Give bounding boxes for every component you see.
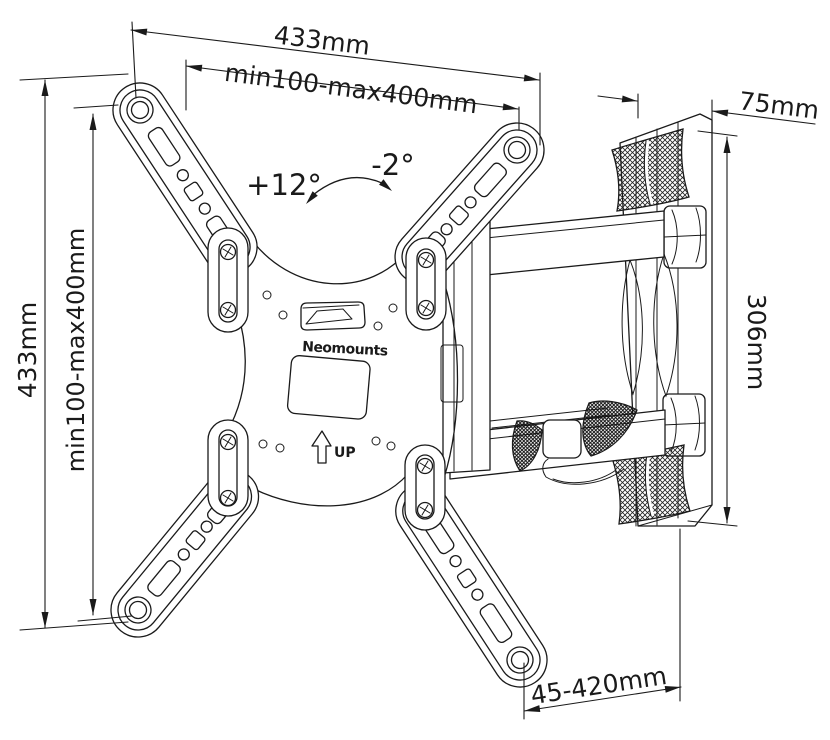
tilt-up-label: +12°	[246, 168, 322, 202]
dim-vesa-height: min100-max400mm	[62, 104, 133, 622]
dim-extension-range: 45-420mm	[523, 528, 682, 720]
rail-top-right	[405, 237, 447, 331]
tilt-down-label: -2°	[371, 148, 414, 182]
plate-screw-holes	[258, 290, 398, 453]
screw	[416, 457, 434, 475]
vesa-plate: Neomounts UP	[110, 82, 548, 688]
screw	[416, 501, 434, 519]
up-label: UP	[334, 445, 356, 461]
dim-overall-height: 433mm	[13, 73, 129, 631]
dim-wall-plate-height: 306mm	[687, 130, 771, 527]
dim-extension-range-label: 45-420mm	[529, 661, 669, 710]
wall-plate-lens-right	[653, 252, 678, 398]
handle-slot	[300, 301, 366, 331]
rail-bottom-left	[207, 419, 249, 517]
dim-overall-width: 433mm	[130, 20, 541, 146]
lower-bar-tab	[542, 458, 625, 485]
plate-centre-details: Neomounts UP	[258, 290, 398, 464]
screw	[219, 243, 237, 261]
dim-vesa-width-label: min100-max400mm	[223, 58, 479, 120]
label-recess	[286, 355, 371, 420]
lower-bar-grip-right	[582, 400, 638, 457]
tilt-arc-arrow	[312, 177, 385, 196]
wall-plate-upper-hinge	[663, 205, 707, 269]
brand-logo: Neomounts	[302, 339, 388, 359]
lower-bar-label-plate	[542, 419, 582, 459]
up-arrow-icon	[311, 430, 332, 464]
dim-vesa-height-label: min100-max400mm	[62, 228, 90, 473]
rail-top-left	[207, 227, 249, 333]
screw	[219, 301, 237, 319]
screw	[219, 433, 237, 451]
articulating-arm	[440, 210, 666, 485]
dim-overall-width-label: 433mm	[272, 20, 371, 61]
screw	[417, 251, 435, 269]
dim-wall-plate-depth-label: 75mm	[737, 86, 820, 125]
wall-plate-top-pad	[611, 128, 690, 212]
plate-right-valley	[443, 281, 459, 479]
wall-plate-lower-hinge	[662, 393, 706, 457]
dim-overall-height-label: 433mm	[13, 302, 42, 398]
screw	[219, 489, 237, 507]
wall-plate-lens-left	[621, 258, 643, 396]
lower-bar-grip-left	[511, 420, 543, 472]
plate-top-valley	[247, 234, 411, 285]
dim-wall-plate-height-label: 306mm	[742, 294, 771, 390]
tilt-annotation: +12° -2°	[246, 148, 415, 204]
plate-bottom-valley	[251, 473, 409, 507]
wall-plate	[611, 113, 713, 527]
screw	[417, 299, 435, 317]
dim-vesa-width: min100-max400mm	[185, 58, 520, 131]
rail-bottom-right	[404, 444, 446, 531]
